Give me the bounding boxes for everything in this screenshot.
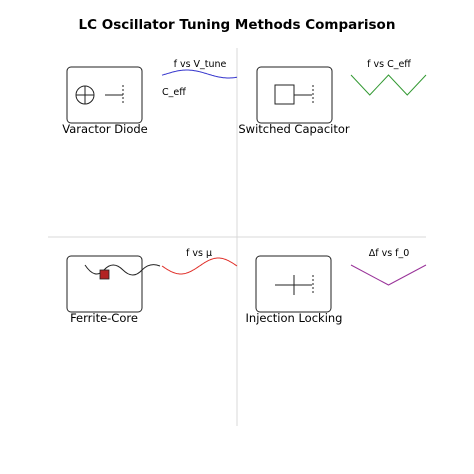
plot-label-switched: f vs C_eff: [367, 59, 411, 70]
capacitor-bank-icon: [274, 84, 314, 105]
plot-label-injection: Δf vs f_0: [369, 248, 410, 259]
ferrite-core-icon: [99, 269, 110, 280]
diagram-title: LC Oscillator Tuning Methods Comparison: [79, 17, 396, 33]
switched-cap-component-box: [256, 66, 333, 124]
injection-signal-icon: [275, 275, 314, 295]
panel-name-injection: Injection Locking: [246, 311, 343, 325]
panel-varactor-diode: Varactor Diode f vs V_tune C_eff: [62, 59, 238, 136]
panel-injection-locking: Injection Locking Δf vs f_0: [246, 248, 427, 325]
extra-label-varactor: C_eff: [162, 87, 186, 98]
varactor-diode-icon: [75, 85, 124, 105]
panel-name-ferrite: Ferrite-Core: [70, 311, 138, 325]
curve-injection: [350, 264, 427, 286]
panel-name-varactor: Varactor Diode: [62, 122, 148, 136]
curve-switched: [350, 74, 427, 96]
curve-varactor: [161, 69, 238, 79]
varactor-component-box: [66, 66, 143, 124]
ferrite-component-box: [66, 255, 143, 313]
injection-component-box: [255, 255, 332, 313]
panel-switched-capacitor: Switched Capacitor f vs C_eff: [238, 59, 427, 136]
plot-label-ferrite: f vs μ: [186, 248, 212, 259]
panel-ferrite-core: Ferrite-Core f vs μ: [66, 248, 238, 325]
inductor-coil-icon: [84, 264, 161, 276]
panel-name-switched: Switched Capacitor: [238, 122, 350, 136]
curve-ferrite: [161, 257, 238, 275]
plot-label-varactor: f vs V_tune: [174, 59, 227, 70]
